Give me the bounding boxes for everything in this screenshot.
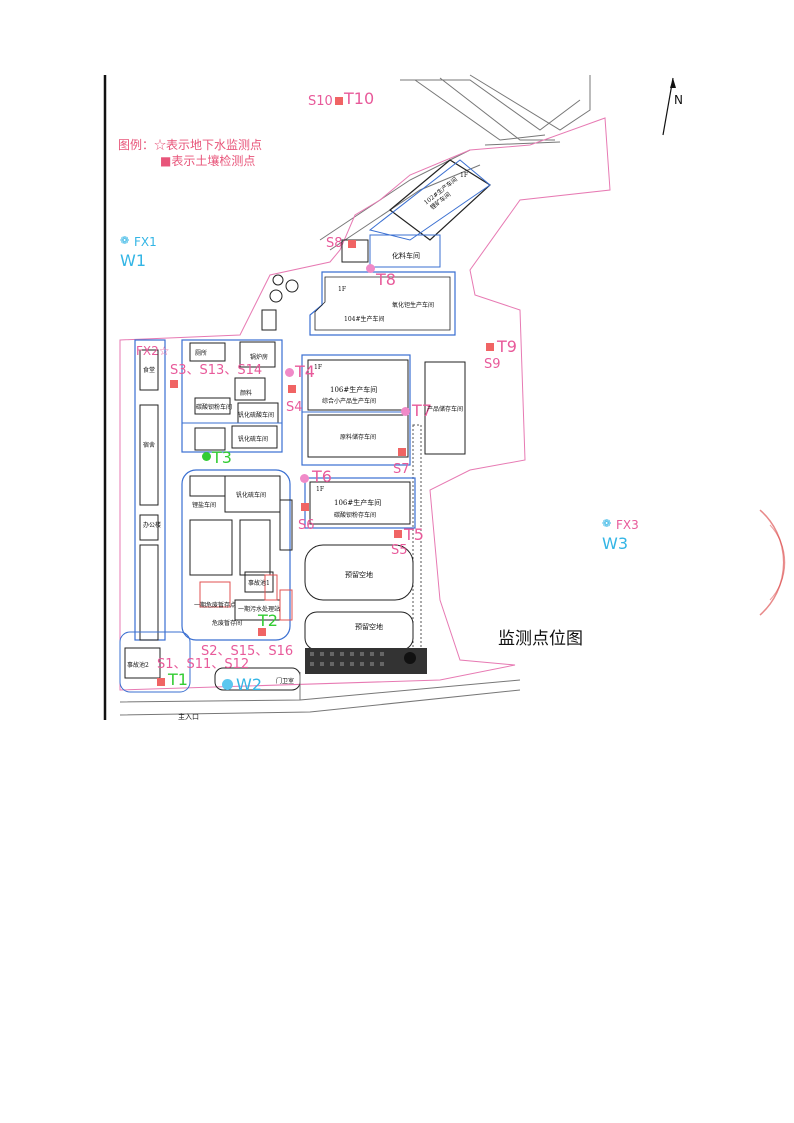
bld-b5: 1F [338,286,346,293]
bld-b10: 综合小产品生产车间 [322,398,377,405]
north-label: N [674,93,683,107]
bld-b26: 一期危废暂存点 [194,602,237,609]
bld-b8: 1F [314,364,322,371]
label-w3: W3 [602,534,628,553]
label-t1: T1 [168,670,188,689]
label-fx2: FX2☆ [136,344,170,358]
soil-point-t9 [486,343,494,351]
tank-3 [272,274,284,286]
site-boundary [119,117,611,691]
groundwater-icon-fx3: ❁ [602,517,612,530]
label-t9: T9 [497,337,517,356]
sample-dot-t6 [300,474,309,483]
soil-point-s7 [398,448,406,456]
soil-point-t1 [157,678,165,686]
label-t2: T2 [258,611,278,630]
label-t10: T10 [344,89,375,108]
label-s7: S7 [393,462,410,477]
label-t6: T6 [312,467,332,486]
label-fx1: FX1 [134,235,157,249]
label-t7: T7 [412,401,432,420]
soil-point-s10 [335,97,343,105]
bld-b25: 事故池1 [248,580,270,587]
label-s3: S3、S13、S14 [170,363,263,378]
road-bottom [119,672,521,716]
bld-b30: 预留空地 [355,623,383,631]
sample-dot-t7 [401,407,410,416]
soil-point-s4 [288,385,296,393]
tank-1 [285,279,299,293]
label-w2: W2 [236,675,262,694]
bld-b12: 产品储存车间 [427,406,464,413]
bld-b21: 碳酸钡粉存车间 [334,512,377,519]
bld-b4: 化料车间 [392,252,420,260]
legend-soil: ■表示土壤检测点 [160,154,256,168]
label-t4: T4 [295,362,315,381]
bld-b32: 主入口 [178,713,199,721]
label-fx3: FX3 [616,518,639,532]
bld-b27: 一期污水处理站 [238,606,281,613]
label-s1: S1、S11、S12 [157,657,250,672]
bld-b31: 门卫室 [276,678,295,685]
label-s10: S10 [308,94,333,109]
label-t5: T5 [404,525,424,544]
building-106-north [301,354,411,466]
sample-dot-w2 [222,679,233,690]
sample-dot-t8 [366,264,375,273]
bld-b19: 1F [316,486,324,493]
bld-b34: 宿舍 [143,442,156,449]
soil-point-t2 [258,628,266,636]
bld-b28: 危废暂存间 [212,620,243,627]
stamp [759,509,785,616]
bld-b29: 事故池2 [127,662,149,669]
label-s5: S5 [391,543,408,558]
map-title: 监测点位图 [498,629,583,649]
sample-dot-t3 [202,452,211,461]
bld-b35: 食堂 [143,367,156,374]
label-s4: S4 [286,400,303,415]
bld-b17: 钒化硫酸车间 [238,412,275,419]
soil-point-s6 [301,503,309,511]
road-top [319,74,591,251]
label-t8: T8 [376,270,396,289]
reserved-land-1 [304,544,414,601]
block-central [181,469,291,641]
bld-b15: 颜料 [240,390,253,397]
label-s2: S2、S15、S16 [201,644,294,659]
bld-b23: 锂盐车间 [192,502,217,509]
label-t3: T3 [212,448,232,467]
bld-b24: 预留空地 [345,571,373,579]
label-s8: S8 [326,236,343,251]
bld-b22: 钒化硫车间 [236,492,267,499]
building-product-storage [424,361,466,455]
bld-b7: 104#生产车间 [344,316,385,323]
soil-point-t5 [394,530,402,538]
tank-2 [269,289,283,303]
bld-b14: 锅炉房 [250,354,269,361]
soil-point-s8 [348,240,356,248]
label-w1: W1 [120,251,146,270]
bld-b13: 厕所 [195,350,208,357]
bld-b9: 106#生产车间 [330,386,378,394]
bld-b1: 1F [460,172,468,179]
building-huaoliao [369,234,441,268]
legend-groundwater: 图例：☆表示地下水监测点 [118,138,263,152]
bld-b18: 钒化硫车间 [238,436,269,443]
block-north-west [181,339,283,453]
label-s6: S6 [298,518,315,533]
bld-b33: 办公楼 [143,522,162,529]
bld-b16: 碳酸钡粉车间 [196,404,233,411]
gate-block [119,631,191,693]
sample-dot-t4 [285,368,294,377]
groundwater-icon-fx1: ❁ [120,234,130,247]
bld-b20: 106#生产车间 [334,499,382,507]
label-s9: S9 [484,357,501,372]
bld-b6: 氧化钽生产车间 [392,302,435,309]
soil-point-s3 [170,380,178,388]
bld-b11: 原料储存车间 [340,434,377,441]
